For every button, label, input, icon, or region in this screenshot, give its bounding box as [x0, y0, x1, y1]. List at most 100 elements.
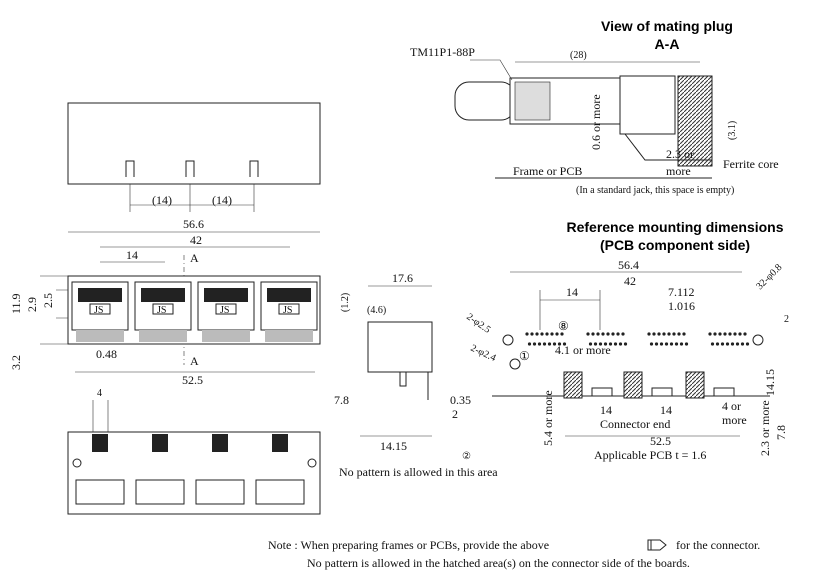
dim-2: 2: [452, 407, 458, 421]
plug-view: (28) TM11P1-88P 0.6 or more 2.3 or more …: [410, 45, 779, 196]
pin-hole: [718, 332, 722, 336]
port-label: JS: [283, 305, 292, 316]
port-contacts: [267, 288, 311, 302]
dim-23-b: more: [666, 164, 691, 178]
jack-ferrite: [677, 75, 713, 167]
hatch-area-3: [685, 371, 705, 399]
pin-hole: [611, 332, 615, 336]
port-label: JS: [94, 305, 103, 316]
dim-1-016: 1.016: [668, 299, 695, 313]
pin-hole: [740, 342, 745, 346]
dim-3-2: 3.2: [9, 355, 23, 370]
port-contacts: [204, 288, 248, 302]
bottom-contacts: [195, 479, 245, 505]
side-post: [399, 371, 407, 387]
pin-hole: [557, 342, 562, 346]
pin-hole: [550, 332, 554, 336]
pin-hole: [530, 332, 534, 336]
pin-hole: [591, 332, 595, 336]
std-jack-note: (In a standard jack, this space is empty…: [576, 185, 734, 196]
bottom-view: 4: [67, 388, 321, 515]
dim-14-m-b: 14: [660, 403, 672, 417]
pin-hole: [613, 342, 618, 346]
dim-2-3: 2.3 or more: [758, 400, 772, 456]
pin-hole: [537, 342, 542, 346]
bottom-slot: [212, 434, 228, 452]
port-latch: [278, 303, 300, 315]
pin-hole: [672, 332, 676, 336]
bottom-slot: [272, 434, 288, 452]
pin-hole: [525, 332, 529, 336]
bottom-slot: [92, 434, 108, 452]
pin-hole: [527, 342, 532, 346]
pin-hole: [720, 342, 725, 346]
ferrite-label: Ferrite core: [723, 157, 779, 171]
dim-14-m-a: 14: [600, 403, 612, 417]
board-lock-right: [307, 458, 317, 468]
pin-hole: [647, 332, 651, 336]
pin-hole: [603, 342, 608, 346]
pin-hole: [725, 342, 730, 346]
pin-hole: [708, 332, 712, 336]
pin-hole: [677, 332, 681, 336]
dim-42-m: 42: [624, 274, 636, 288]
dim-11-9: 11.9: [9, 293, 23, 314]
bottom-contacts: [255, 479, 305, 505]
pin-hole: [616, 332, 620, 336]
pin-hole: [662, 332, 666, 336]
dim-52-5: 52.5: [182, 373, 203, 387]
mount-hole-left: [509, 358, 521, 370]
top-view: (14) (14): [67, 102, 321, 212]
dim-5-4: 5.4 or more: [541, 390, 555, 446]
pin-hole: [601, 332, 605, 336]
dim-2-phi-2-4: 2-φ2.4: [469, 343, 498, 364]
port-latch: [152, 303, 174, 315]
dim-2-phi-2-5: 2-φ2.5: [464, 311, 492, 335]
pin-hole: [596, 332, 600, 336]
pin-hole: [586, 332, 590, 336]
dim-42: 42: [190, 233, 202, 247]
dim-14-b: (14): [212, 193, 232, 207]
dim-7-8: 7.8: [334, 393, 349, 407]
port-contacts: [141, 288, 185, 302]
bottom-contacts: [75, 479, 125, 505]
bottom-contacts: [135, 479, 185, 505]
note-line-2: No pattern is allowed in the hatched are…: [307, 556, 690, 570]
pin-hole: [679, 342, 684, 346]
port-contacts: [78, 288, 122, 302]
pin-hole: [664, 342, 669, 346]
pin-hole: [588, 342, 593, 346]
pin-hole: [623, 342, 628, 346]
port-pins: [76, 330, 124, 342]
callout-8: ⑧: [558, 319, 569, 333]
port-label: JS: [220, 305, 229, 316]
pin-hole: [738, 332, 742, 336]
dim-32-phi: 32-φ0.8: [754, 262, 784, 292]
pin-hole: [552, 342, 557, 346]
pin-hole: [713, 332, 717, 336]
dim-14-15-m: 14.15: [763, 369, 777, 396]
dim-06: 0.6 or more: [589, 94, 603, 150]
top-pins: [125, 160, 259, 177]
note-line-1b: for the connector.: [676, 538, 760, 552]
pin-hole: [682, 332, 686, 336]
dim-31: (3.1): [727, 121, 738, 140]
pin-hole: [649, 342, 654, 346]
board-lock-left: [72, 458, 82, 468]
pin-hole: [545, 332, 549, 336]
title-mounting: Reference mounting dimensions: [566, 219, 783, 235]
pin-hole: [745, 342, 750, 346]
dim-4-6: (4.6): [367, 305, 386, 316]
callout-2: ②: [462, 451, 471, 462]
title-section-aa: A-A: [655, 36, 680, 52]
pin-hole: [657, 332, 661, 336]
no-pattern-label: No pattern is allowed in this area: [339, 465, 498, 479]
port-latch: [89, 303, 111, 315]
title-mounting-sub: (PCB component side): [600, 237, 750, 253]
dim-4-more: 4 or: [722, 399, 741, 413]
note-line-1a: Note : When preparing frames or PCBs, pr…: [268, 538, 549, 552]
dim-14-m: 14: [566, 285, 578, 299]
